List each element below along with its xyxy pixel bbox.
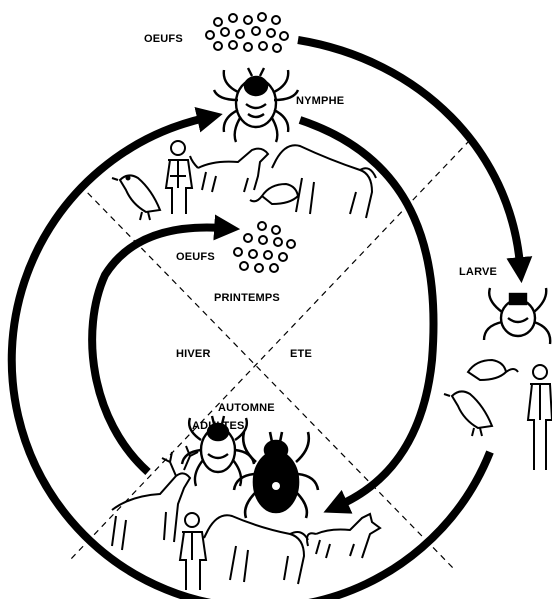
dog-icon	[190, 149, 268, 192]
deer-icon	[112, 446, 198, 550]
fox-icon	[307, 514, 380, 558]
label-season-winter: HIVER	[176, 348, 211, 360]
human-icon	[166, 141, 192, 214]
outer-cycle-arrow	[12, 118, 490, 599]
tick-engorged-female-icon	[234, 432, 318, 518]
rodent-icon	[250, 184, 298, 204]
horse-adult-icon	[204, 515, 308, 584]
nymph-to-adults-arrow	[300, 120, 434, 505]
tick-nymph-icon	[214, 68, 298, 142]
tick-larva-icon	[484, 288, 550, 344]
human-larva-icon	[528, 365, 552, 470]
horse-icon	[272, 145, 376, 218]
label-eggs-top: OEUFS	[144, 33, 183, 45]
label-eggs-inner: OEUFS	[176, 251, 215, 263]
eggs-to-larva-arrow	[298, 40, 520, 265]
label-larva: LARVE	[459, 266, 497, 278]
bird-larva-icon	[444, 391, 492, 436]
label-season-spring: PRINTEMPS	[214, 292, 280, 304]
label-season-autumn: AUTOMNE	[218, 402, 275, 414]
label-nymph: NYMPHE	[296, 95, 344, 107]
rodent-larva-icon	[468, 360, 518, 380]
egg-cluster-icon	[206, 13, 288, 52]
label-season-summer: ETE	[290, 348, 312, 360]
bird-icon	[112, 175, 160, 220]
label-adults: ADULTES	[192, 420, 245, 432]
human-adult-icon	[180, 513, 206, 590]
egg-cluster-inner-icon	[234, 222, 295, 272]
